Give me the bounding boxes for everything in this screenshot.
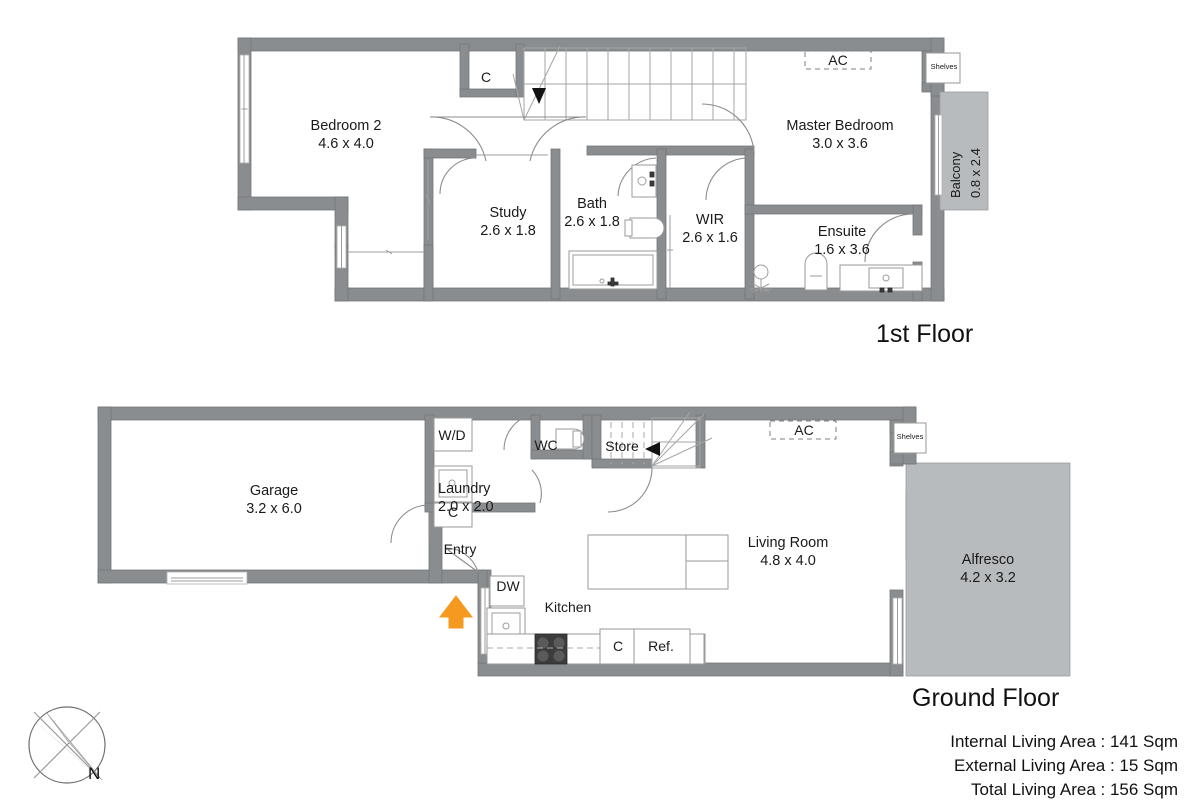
wc-fixtures [555,428,585,450]
room-dim-balcony-wrap: 0.8 x 2.4 [968,148,984,198]
laundry-fixtures [433,417,473,528]
area-summary: Internal Living Area : 141 Sqm External … [950,730,1178,802]
compass-north-label: N [88,764,101,783]
ensuite-fixtures [750,252,923,293]
stair-direction-arrow [532,88,546,104]
area-line-total: Total Living Area : 156 Sqm [971,780,1178,800]
room-dim-balcony: 0.8 x 2.4 [968,148,983,198]
ground-floor-plan [97,406,1071,677]
floor-title-first: 1st Floor [876,320,974,348]
living-room-furniture [587,534,729,590]
balcony-area [939,91,989,211]
area-line-internal: Internal Living Area : 141 Sqm [950,732,1178,751]
staircase-ground-floor [645,411,713,469]
compass-rose-icon [28,706,106,784]
entry-direction-arrow [438,595,474,629]
floor-title-ground: Ground Floor [912,684,1060,712]
stair-direction-arrow-ground [645,442,660,456]
room-label-balcony: Balcony [948,152,964,198]
alfresco-area [905,462,1071,677]
area-line-external: External Living Area : 15 Sqm [954,756,1178,776]
bath-fixtures [568,164,665,290]
staircase-first-floor [512,45,747,121]
kitchen-fixtures [486,575,706,665]
room-name-balcony: Balcony [948,151,963,198]
first-floor-plan [237,37,989,302]
